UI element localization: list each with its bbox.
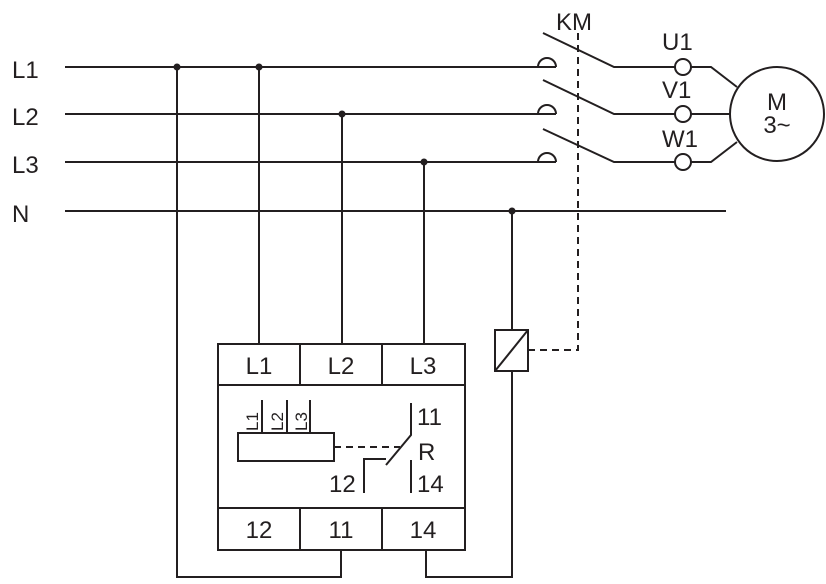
relay-terminal-l3: L3 [410, 353, 437, 380]
inner-label-l2: L2 [268, 412, 287, 431]
label-l3: L3 [12, 152, 39, 179]
relay-terminal-l2: L2 [328, 353, 355, 380]
bus-l3 [65, 152, 557, 163]
label-n: N [12, 201, 29, 228]
monitor-unit [237, 400, 400, 462]
motor-label: M [767, 89, 787, 116]
junction-dots [173, 63, 516, 215]
motor-phase: 3~ [763, 112, 790, 139]
terminal-v1 [674, 105, 692, 123]
contact-label-11: 11 [417, 404, 442, 431]
bus-l2 [65, 104, 557, 115]
mechanical-link [528, 30, 579, 351]
contactor-label: KM [556, 9, 592, 36]
relay-supply-wires [258, 67, 425, 344]
label-w1: W1 [662, 126, 698, 153]
label-v1: V1 [662, 77, 691, 104]
wire-to-terminal-11 [176, 67, 342, 578]
contact-label-12: 12 [329, 471, 356, 498]
relay-terminal-12: 12 [246, 517, 273, 544]
relay-terminal-l1: L1 [246, 353, 273, 380]
inner-label-l3: L3 [292, 412, 311, 431]
label-l2: L2 [12, 104, 39, 131]
relay-contact [363, 403, 412, 493]
inner-label-l1: L1 [243, 412, 262, 431]
contactor-coil [494, 329, 529, 372]
bus-l1 [65, 57, 557, 68]
contact-label-14: 14 [417, 471, 444, 498]
label-l1: L1 [12, 57, 39, 84]
wire-terminal-14-to-coil [425, 371, 513, 578]
label-u1: U1 [662, 29, 693, 56]
contact-label-r: R [418, 439, 435, 466]
terminal-u1 [674, 58, 692, 76]
relay-terminal-14: 14 [410, 517, 437, 544]
relay-terminal-11: 11 [329, 517, 354, 544]
phase-relay [217, 343, 466, 551]
bus-lines [65, 57, 726, 212]
contactor-contacts [542, 32, 738, 171]
motor-symbol [729, 66, 825, 162]
terminal-w1 [674, 153, 692, 171]
